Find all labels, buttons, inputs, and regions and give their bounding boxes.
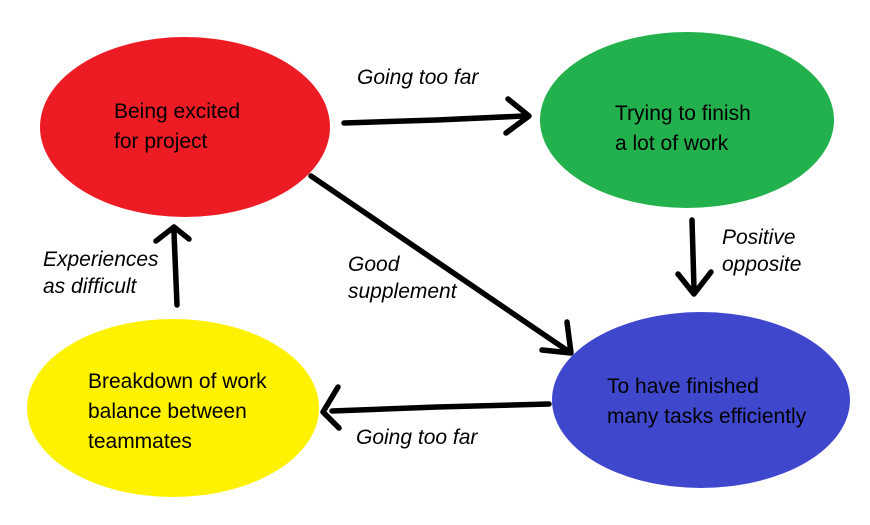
edge-label-experiences-as-difficult: Experiences as difficult (43, 248, 159, 298)
node-excited-ellipse (40, 37, 330, 217)
edge-label-going-too-far-bottom: Going too far (356, 426, 478, 449)
arrow-excited-to-finished (308, 173, 574, 356)
node-finished-label: To have finished many tasks efficiently (607, 375, 807, 428)
node-excited-label: Being excited for project (114, 100, 241, 153)
arrow-trying-to-finished (675, 217, 714, 297)
edge-label-good-supplement: Good supplement (348, 253, 457, 303)
arrow-breakdown-to-excited (153, 224, 192, 308)
edge-label-going-too-far-top: Going too far (357, 66, 479, 89)
node-breakdown-label: Breakdown of work balance between teamma… (88, 370, 267, 453)
node-trying-ellipse (540, 32, 834, 208)
node-breakdown-ellipse (27, 319, 319, 497)
edge-label-positive-opposite: Positive opposite (722, 226, 802, 276)
node-finished-ellipse (552, 312, 850, 488)
arrow-excited-to-trying (341, 96, 532, 136)
node-trying-label: Trying to finish a lot of work (615, 102, 751, 155)
arrow-finished-to-breakdown (320, 384, 552, 431)
